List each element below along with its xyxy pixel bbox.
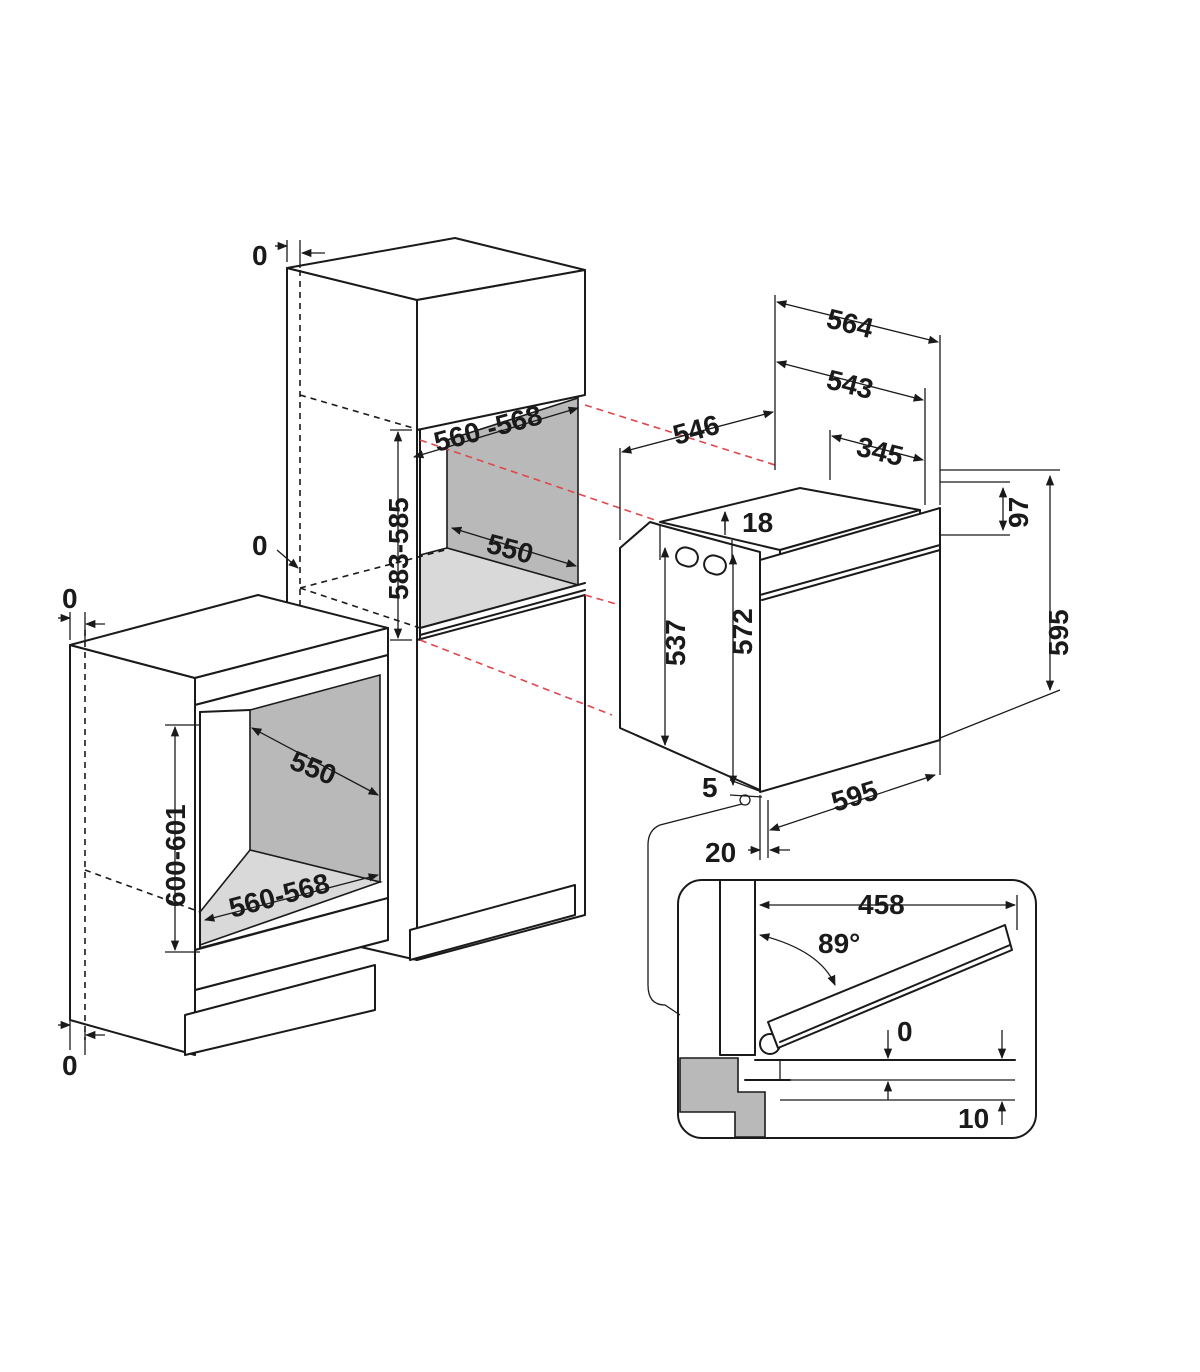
oven xyxy=(619,295,1061,1016)
counter-section xyxy=(679,1057,766,1138)
label-tall-top-gap: 0 xyxy=(252,240,268,271)
label-door-gap-10: 10 xyxy=(958,1103,989,1134)
label-oven-front-height: 572 xyxy=(727,608,758,655)
inset-frame xyxy=(677,879,1037,1139)
detail-callout-icon xyxy=(739,794,751,806)
tall-cabinet-plinth xyxy=(409,884,576,961)
tall-cabinet-upper-front xyxy=(416,269,586,431)
oven-body xyxy=(619,521,761,791)
label-base-top-gap: 0 xyxy=(62,583,78,614)
label-base-bottom-gap: 0 xyxy=(62,1050,78,1081)
label-oven-width: 595 xyxy=(828,774,882,817)
label-oven-18: 18 xyxy=(742,507,773,538)
label-door-gap-0: 0 xyxy=(897,1016,913,1047)
vent-left-icon xyxy=(675,546,699,568)
label-oven-depth-543: 543 xyxy=(824,364,877,405)
label-oven-total-depth: 564 xyxy=(824,303,877,344)
oven-door xyxy=(767,924,1013,1049)
label-door-angle: 89° xyxy=(818,928,860,959)
label-tall-niche-height: 583-585 xyxy=(383,497,414,600)
dimension-labels: 0 0 0 0 560 -568 583-585 550 550 600-601… xyxy=(62,240,1074,1134)
label-oven-total-height: 595 xyxy=(1043,609,1074,656)
label-oven-5: 5 xyxy=(702,772,718,803)
label-oven-depth-345: 345 xyxy=(854,431,907,472)
door-detail-inset xyxy=(677,879,1037,1139)
label-oven-97: 97 xyxy=(1003,497,1034,528)
vent-right-icon xyxy=(703,554,727,576)
label-base-niche-height: 600-601 xyxy=(160,804,191,907)
label-oven-body-height: 537 xyxy=(660,619,691,666)
base-cabinet xyxy=(58,594,389,1056)
label-tall-mid-gap: 0 xyxy=(252,530,268,561)
tall-cabinet-lower-front xyxy=(416,594,586,961)
base-cabinet-plinth xyxy=(184,964,376,1056)
label-oven-body-depth: 546 xyxy=(670,409,723,451)
label-oven-20: 20 xyxy=(705,837,736,868)
label-door-opening: 458 xyxy=(858,889,905,920)
